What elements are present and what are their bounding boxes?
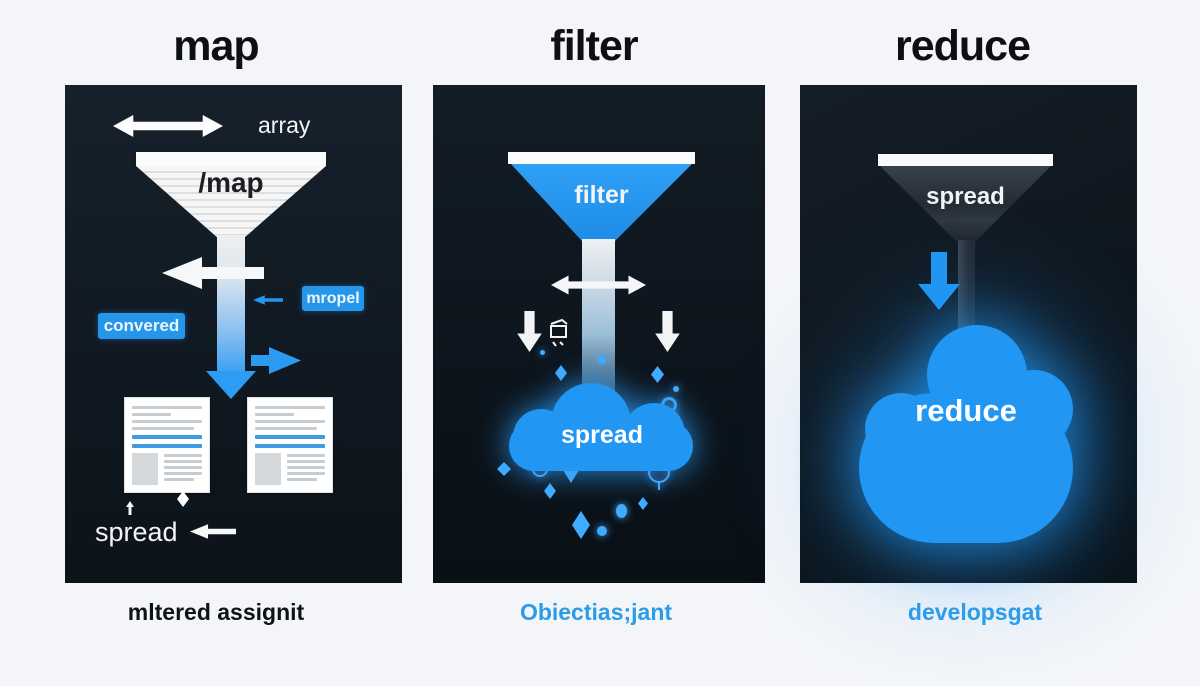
diamond-icon	[638, 497, 648, 510]
dot-icon	[673, 386, 679, 392]
down-arrow-icon	[655, 311, 680, 352]
funnel-map-label: /map	[198, 167, 264, 198]
cloud-icon: reduce	[855, 325, 1077, 550]
right-arrow-icon	[251, 347, 301, 374]
prop-badge: mropel	[302, 286, 364, 311]
box-icon	[547, 317, 571, 349]
dot-icon	[597, 526, 607, 536]
filter-panel: filter spread	[433, 85, 765, 583]
document-icon	[125, 398, 209, 492]
funnel-stem	[958, 240, 975, 348]
left-arrow-icon	[253, 290, 283, 310]
column-title-reduce: reduce	[894, 22, 1031, 70]
funnel-spread-label: spread	[926, 183, 1005, 210]
diamond-icon	[651, 366, 664, 383]
converted-badge: convered	[98, 313, 185, 339]
double-arrow-icon	[105, 115, 231, 137]
left-arrow-icon	[162, 257, 264, 289]
document-icon	[248, 398, 332, 492]
diamond-icon	[177, 491, 189, 507]
down-arrow-icon	[206, 371, 256, 399]
column-title-map: map	[173, 22, 259, 70]
up-arrow-icon	[126, 501, 134, 515]
caption-filter: Obiectias;jant	[519, 599, 673, 625]
map-panel: array /map mropel convered	[65, 85, 402, 583]
dot-icon	[598, 356, 606, 364]
funnel-rim	[136, 152, 326, 166]
caption-map: mltered assignit	[127, 599, 305, 625]
down-arrow-icon	[517, 311, 542, 352]
funnel-stem	[217, 235, 245, 373]
funnel-stem	[582, 239, 615, 391]
spread-label: spread	[95, 517, 178, 547]
double-arrow-icon	[551, 271, 646, 299]
column-title-filter: filter	[550, 22, 638, 70]
diamond-icon	[572, 511, 590, 539]
cloud-spread-label: spread	[561, 421, 643, 449]
diamond-icon	[555, 365, 567, 381]
reduce-panel: spread reduce	[800, 85, 1137, 583]
dot-icon	[540, 350, 545, 355]
left-arrow-icon	[190, 519, 236, 544]
funnel-rim	[878, 154, 1053, 166]
diamond-icon	[544, 483, 556, 499]
cloud-reduce-label: reduce	[915, 393, 1017, 428]
funnel-rim	[508, 152, 695, 164]
dot-icon	[616, 504, 627, 518]
caption-reduce: developsgat	[907, 599, 1043, 625]
cloud-icon: spread	[507, 381, 697, 473]
diamond-icon	[497, 462, 511, 476]
funnel-filter-label: filter	[574, 181, 629, 209]
down-arrow-icon	[918, 252, 960, 310]
array-label: array	[258, 112, 311, 138]
